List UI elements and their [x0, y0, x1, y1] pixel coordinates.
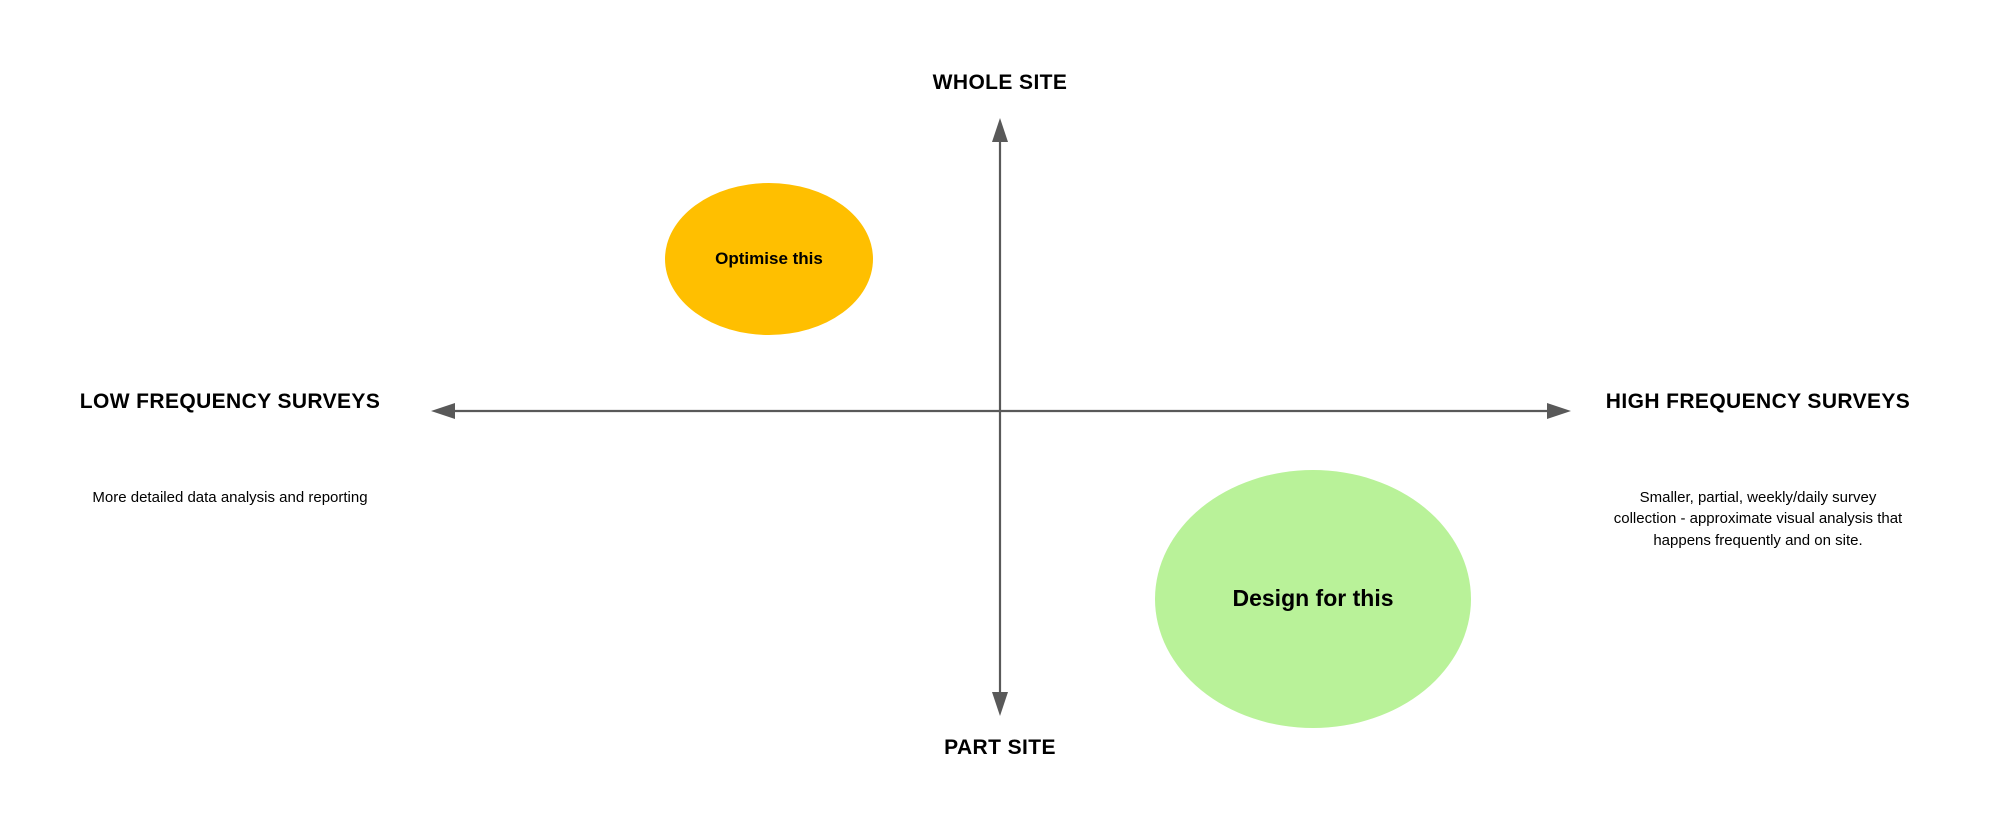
bubble-optimise-label: Optimise this [715, 248, 823, 268]
arrow-down-icon [992, 692, 1008, 716]
axis-label-high-frequency-surveys: HIGH FREQUENCY SURVEYS [1605, 390, 1911, 413]
axis-label-part-site: PART SITE [944, 736, 1056, 759]
note-high-frequency: Smaller, partial, weekly/daily survey co… [1613, 489, 1903, 549]
axis-label-low-frequency-surveys: LOW FREQUENCY SURVEYS [79, 390, 381, 413]
arrow-left-icon [431, 403, 455, 419]
note-low-frequency: More detailed data analysis and reportin… [92, 489, 368, 506]
bubble-optimise-this[interactable]: Optimise this [665, 183, 873, 335]
arrow-up-icon [992, 118, 1008, 142]
axis-label-whole-site: WHOLE SITE [932, 71, 1068, 94]
bubble-design-label: Design for this [1232, 585, 1394, 612]
bubble-design-for-this[interactable]: Design for this [1155, 470, 1471, 728]
arrow-right-icon [1547, 403, 1571, 419]
